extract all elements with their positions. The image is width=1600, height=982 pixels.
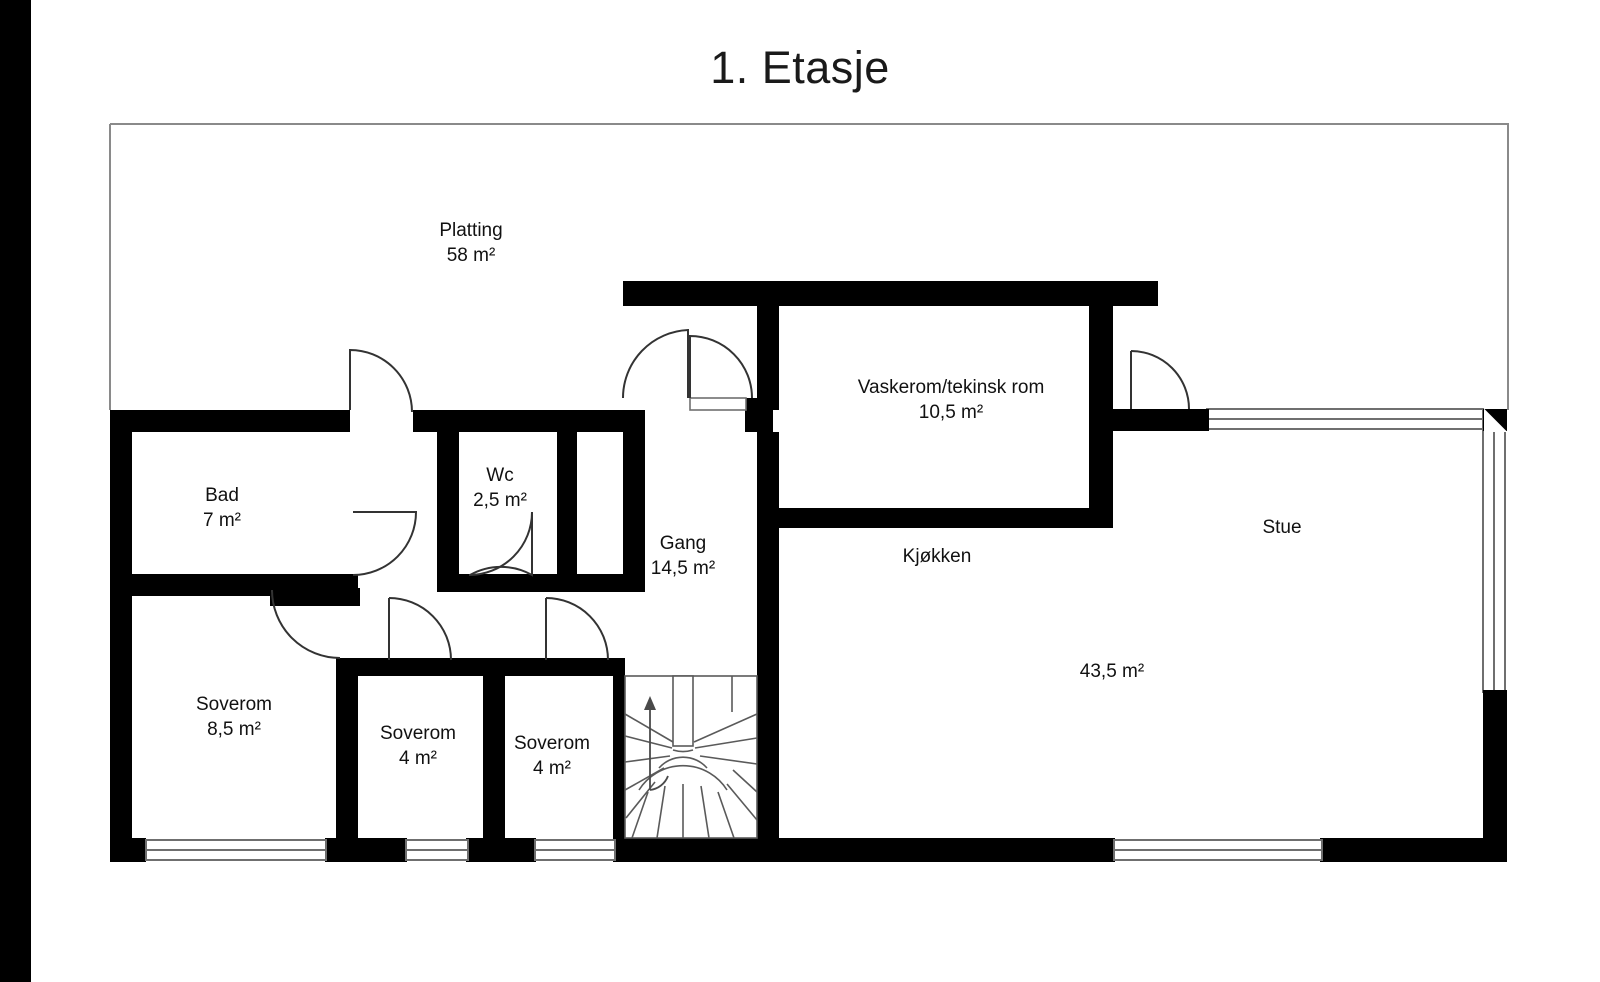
room-name-soverom-3: Soverom: [513, 733, 591, 754]
page-title: 1. Etasje: [710, 42, 890, 93]
room-name-bad: Bad: [205, 485, 239, 506]
room-label-platting: Platting 58 m²: [439, 218, 502, 268]
room-name-stue: Stue: [1262, 517, 1302, 538]
room-name-gang: Gang: [659, 533, 707, 554]
room-label-bad: Bad 7 m²: [203, 483, 241, 533]
room-area-bad: 7 m²: [203, 510, 241, 532]
room-area-soverom-1: 8,5 m²: [207, 719, 261, 741]
room-label-kjokken: Kjøkken: [903, 544, 972, 569]
stair-up-arrow: [644, 696, 669, 791]
room-label-soverom-2: Soverom 4 m²: [380, 721, 456, 771]
room-label-vaskerom: Vaskerom/tekinsk rom 10,5 m²: [858, 375, 1045, 425]
room-name-vaskerom: Vaskerom/tekinsk rom: [857, 377, 1045, 398]
room-area-wc: 2,5 m²: [473, 490, 527, 512]
room-name-platting: Platting: [439, 220, 503, 241]
window-right-exterior: [1482, 429, 1506, 693]
window-top-right: [1206, 408, 1484, 430]
door-swings: [271, 328, 1508, 661]
windows: [145, 397, 1323, 861]
winder-staircase: [624, 675, 758, 839]
left-black-bar: [0, 0, 31, 982]
room-label-wc: Wc 2,5 m²: [473, 463, 527, 513]
room-area-vaskerom: 10,5 m²: [918, 402, 984, 424]
room-label-soverom-1: Soverom 8,5 m²: [196, 692, 272, 742]
room-name-kjokken: Kjøkken: [902, 546, 972, 567]
room-label-soverom-3: Soverom 4 m²: [514, 731, 590, 781]
room-area-gang: 14,5 m²: [650, 558, 716, 580]
room-area-soverom-3: 4 m²: [533, 758, 571, 780]
room-name-wc: Wc: [486, 465, 514, 486]
room-label-stue: Stue: [1262, 515, 1301, 540]
walls: [110, 281, 1507, 862]
room-area-platting: 58 m²: [446, 245, 496, 267]
room-name-soverom-2: Soverom: [379, 723, 457, 744]
platting-outline: [109, 123, 1509, 410]
stue-area-value: 43,5 m²: [1079, 661, 1145, 682]
room-area-soverom-2: 4 m²: [399, 748, 437, 770]
room-label-gang: Gang 14,5 m²: [651, 531, 715, 581]
room-name-soverom-1: Soverom: [195, 694, 273, 715]
